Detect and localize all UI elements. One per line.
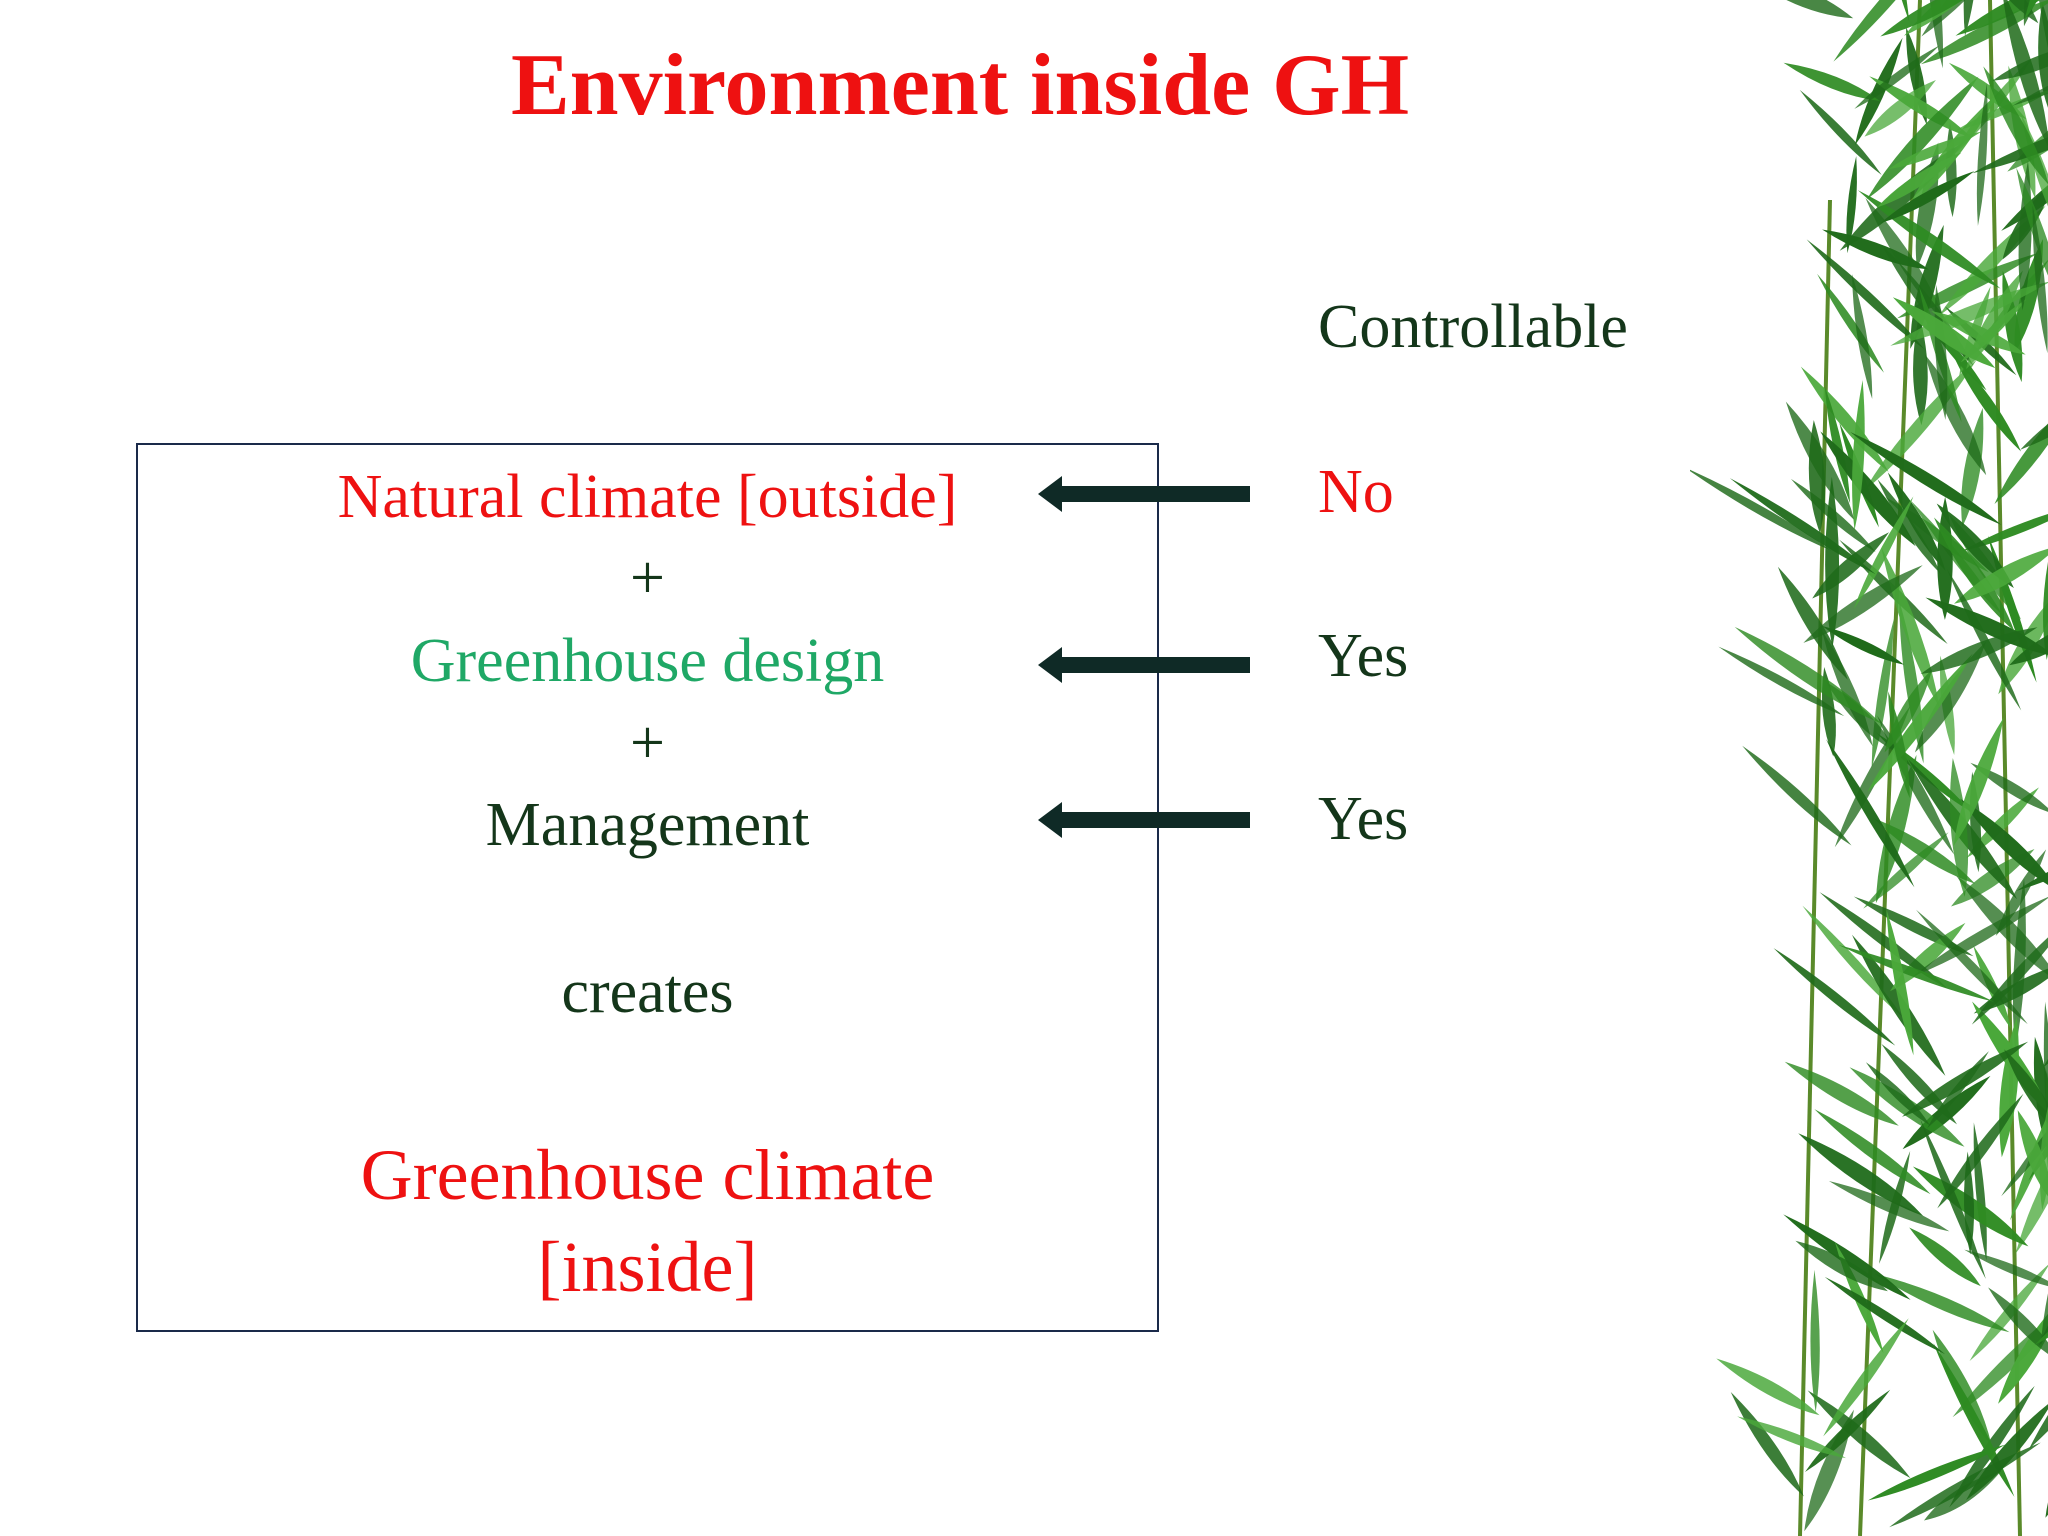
controllable-answer-design: Yes [1318,622,1409,690]
bamboo-leaves-icon [1690,0,2048,1536]
controllable-answer-natural: No [1318,458,1394,526]
plus-sign: + [630,709,665,777]
greenhouse-climate-label: Greenhouse climate [360,1135,935,1215]
creates-label: creates [561,958,734,1026]
management-label: Management [485,791,810,859]
greenhouse-design-label: Greenhouse design [410,627,885,695]
diagram-box [136,443,1159,1332]
controllable-answer-management: Yes [1318,785,1409,853]
natural-climate-label: Natural climate [outside] [337,463,958,531]
arrow-left-icon [1038,476,1250,512]
controllable-header: Controllable [1318,293,1628,361]
arrow-left-icon [1038,802,1250,838]
plus-sign: + [630,544,665,612]
arrow-left-icon [1038,647,1250,683]
greenhouse-climate-inside-label: [inside] [537,1227,758,1307]
slide-title: Environment inside GH [510,37,1410,134]
